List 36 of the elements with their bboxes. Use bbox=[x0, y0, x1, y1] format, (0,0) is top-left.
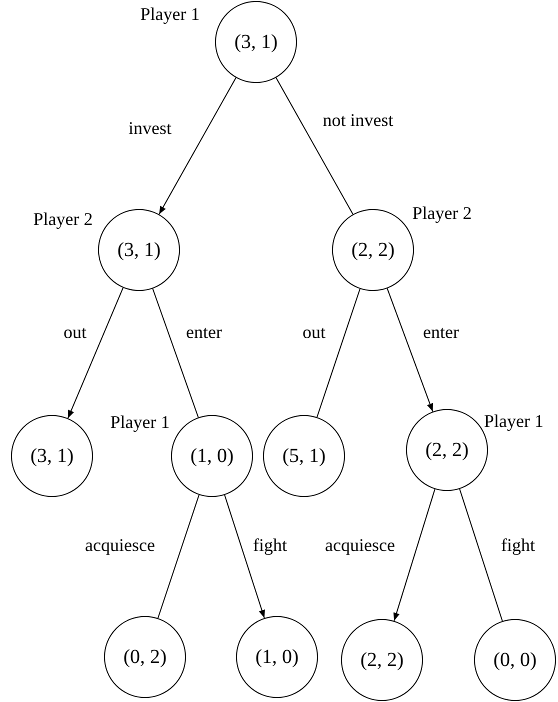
payoff-text: (3, 1) bbox=[30, 444, 74, 468]
line bbox=[157, 494, 200, 619]
payoff-text: (0, 0) bbox=[493, 648, 537, 672]
player-label: Player 2 bbox=[33, 210, 93, 228]
edge-label: out bbox=[64, 323, 86, 341]
payoff-text: (5, 1) bbox=[282, 444, 326, 468]
line bbox=[276, 77, 354, 215]
player-label: Player 1 bbox=[140, 5, 200, 23]
payoff-text: (2, 2) bbox=[425, 438, 469, 462]
line bbox=[152, 288, 199, 418]
arrow bbox=[393, 488, 436, 622]
player-label: Player 1 bbox=[484, 412, 544, 430]
arrow bbox=[158, 77, 236, 215]
edge-label: not invest bbox=[322, 111, 394, 129]
payoff-text: (1, 0) bbox=[255, 646, 299, 668]
edge-label: invest bbox=[128, 119, 172, 137]
edge-label: out bbox=[302, 323, 326, 341]
arrow bbox=[67, 287, 124, 419]
edge-label: enter bbox=[186, 323, 222, 341]
edge-label: enter bbox=[423, 323, 459, 341]
payoff-text: (0, 2) bbox=[123, 646, 167, 668]
payoff-text: (2, 2) bbox=[351, 238, 395, 262]
edge-label: acquiesce bbox=[85, 536, 155, 554]
edge-label: fight bbox=[253, 536, 287, 554]
payoff-text: (1, 0) bbox=[190, 444, 234, 468]
arrow bbox=[386, 288, 434, 412]
player-label: Player 1 bbox=[110, 413, 170, 431]
arrow bbox=[224, 494, 265, 618]
payoff-text: (2, 2) bbox=[360, 648, 404, 672]
edge-label: acquiesce bbox=[325, 536, 395, 554]
payoff-text: (3, 1) bbox=[117, 238, 161, 262]
payoff-text: (3, 1) bbox=[234, 30, 278, 54]
line bbox=[316, 288, 360, 418]
line bbox=[459, 488, 503, 622]
edge-label: fight bbox=[501, 536, 535, 554]
player-label: Player 2 bbox=[412, 204, 472, 222]
